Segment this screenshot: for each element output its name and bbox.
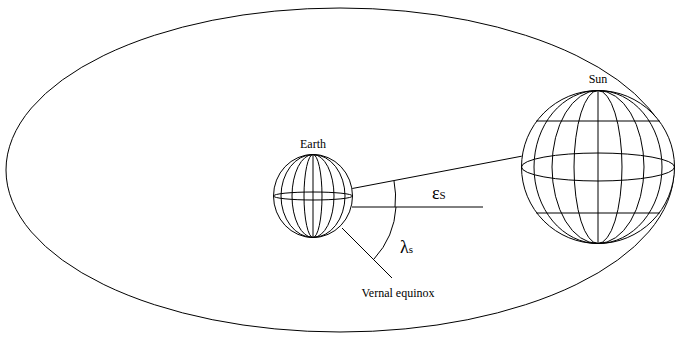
body-label: Sun	[589, 72, 608, 86]
meridian-line	[598, 91, 599, 244]
equator-line	[274, 192, 353, 200]
sphere-outline	[521, 90, 675, 244]
angle-label: εS	[432, 184, 446, 202]
orbit-ellipse	[6, 8, 674, 332]
earth-sphere: Earth	[273, 154, 353, 238]
equinox-line	[342, 228, 392, 278]
lambda-arc	[374, 207, 396, 259]
sphere-body	[274, 155, 353, 238]
meridian-line	[574, 91, 622, 244]
latitude-line	[536, 121, 659, 122]
angle-label: λs	[400, 238, 413, 256]
meridian-line	[534, 91, 662, 244]
latitude-line	[536, 213, 659, 214]
meridian-line	[552, 91, 644, 244]
meridian-line	[313, 155, 314, 238]
equator-line	[522, 153, 675, 181]
epsilon-arc	[394, 181, 396, 207]
meridian-line	[292, 155, 334, 238]
body-label: Earth	[300, 137, 326, 151]
sun-sphere: Sun	[521, 90, 675, 244]
direction-label: Vernal equinox	[362, 286, 435, 300]
ecliptic-line	[352, 207, 483, 208]
meridian-line	[304, 155, 322, 238]
sphere-outline	[273, 154, 353, 238]
sphere-body	[522, 91, 675, 244]
meridian-line	[281, 155, 345, 238]
